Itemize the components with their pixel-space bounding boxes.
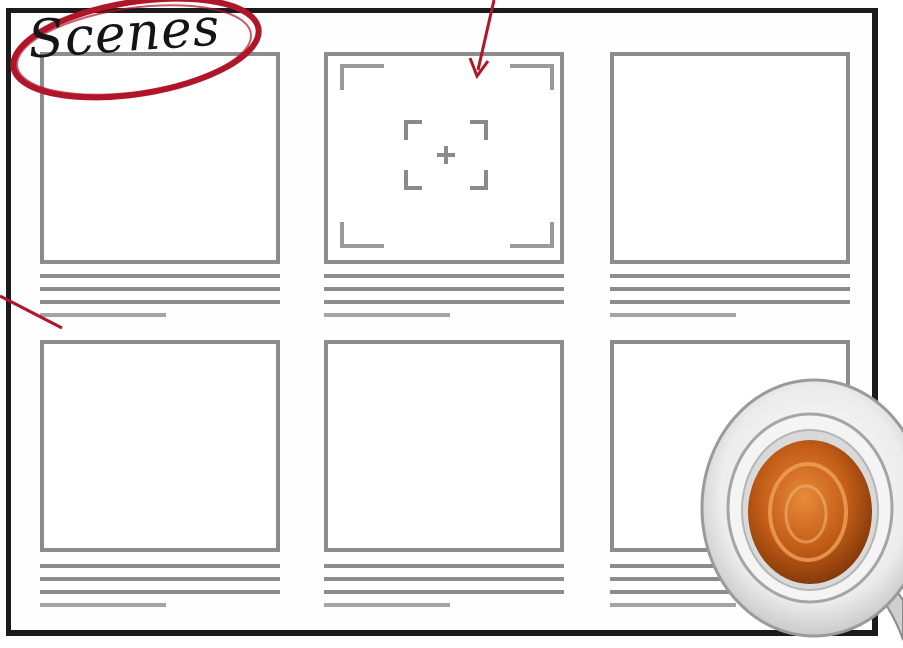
coffee-cup-icon: [0, 0, 903, 648]
storyboard-canvas: Scenes: [0, 0, 903, 648]
